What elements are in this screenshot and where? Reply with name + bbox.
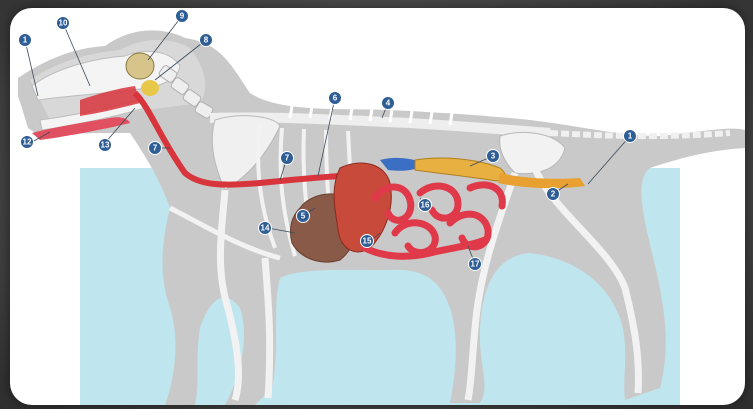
callout-13: 13 [99,139,112,152]
callout-14: 14 [259,222,272,235]
callout-8: 8 [200,34,213,47]
callout-16: 16 [419,199,432,212]
svg-text:1: 1 [23,36,28,45]
svg-text:3: 3 [491,152,496,161]
callout-5: 5 [297,210,310,223]
svg-text:1: 1 [628,132,633,141]
svg-text:13: 13 [101,141,110,150]
svg-text:12: 12 [23,138,32,147]
svg-text:2: 2 [551,190,556,199]
thyroid-gland [141,80,159,96]
callout-15: 15 [361,235,374,248]
svg-text:9: 9 [180,12,185,21]
svg-text:7: 7 [285,154,290,163]
svg-text:8: 8 [204,36,209,45]
svg-text:5: 5 [301,212,306,221]
svg-text:7: 7 [153,144,158,153]
callout-1-anus: 1 [624,130,637,143]
callout-1-head: 1 [19,34,32,47]
svg-text:6: 6 [333,94,338,103]
salivary-gland [126,53,154,79]
callout-2: 2 [547,188,560,201]
callout-4: 4 [382,97,395,110]
callout-6: 6 [329,92,342,105]
diagram-frame: 1 1 2 3 4 5 6 7 7 8 9 10 12 13 14 15 16 … [10,8,745,405]
callout-3: 3 [487,150,500,163]
dog-digestive-diagram: 1 1 2 3 4 5 6 7 7 8 9 10 12 13 14 15 16 … [10,8,745,405]
callout-17: 17 [469,258,482,271]
callout-10: 10 [57,17,70,30]
callout-9: 9 [176,10,189,23]
svg-text:14: 14 [261,224,270,233]
callout-7-thorax: 7 [281,152,294,165]
callout-12: 12 [21,136,34,149]
svg-text:16: 16 [421,201,430,210]
svg-text:10: 10 [59,19,68,28]
callout-7-neck: 7 [149,142,162,155]
svg-text:15: 15 [363,237,372,246]
svg-text:17: 17 [471,260,480,269]
svg-text:4: 4 [386,99,391,108]
